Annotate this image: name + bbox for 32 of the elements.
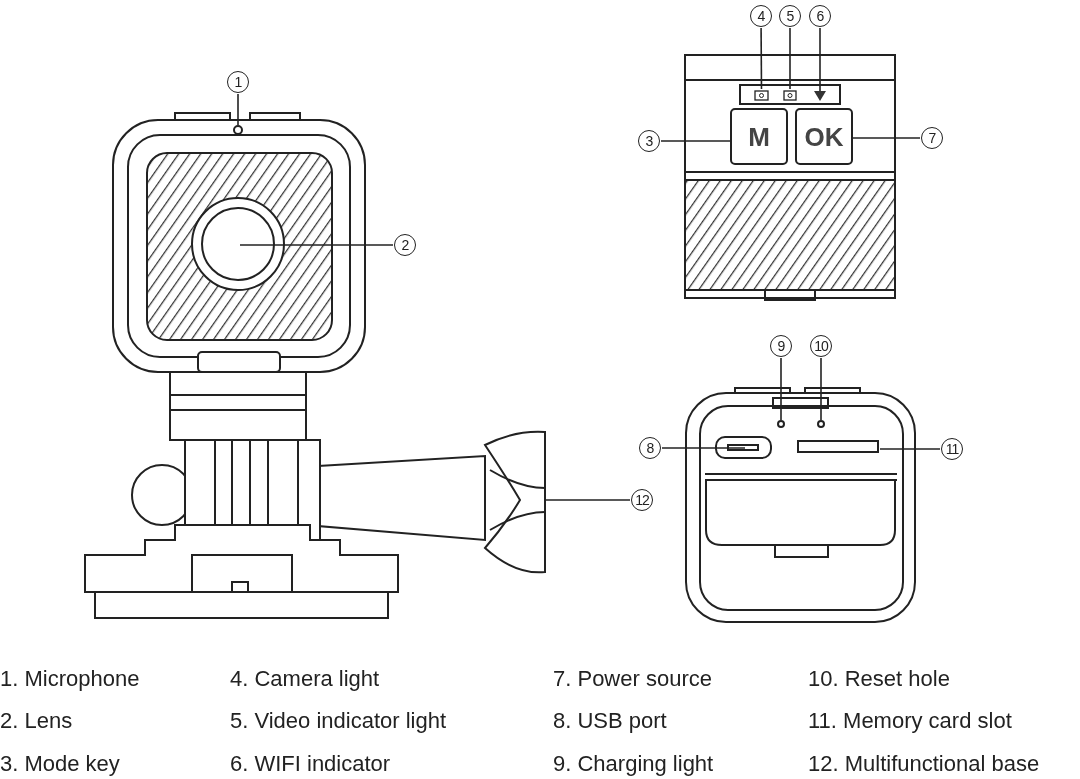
indicator-hole (817, 420, 825, 428)
part-list-item: 10. Reset hole (808, 666, 950, 692)
leader-line (780, 357, 782, 421)
part-list-item: 1. Microphone (0, 666, 140, 692)
part-list-item: 4. Camera light (230, 666, 380, 692)
part-list-item: 6. WIFI indicator (230, 751, 391, 777)
leader-line (879, 448, 941, 450)
indicator-hole (777, 420, 785, 428)
leader-line (760, 27, 763, 90)
leader-line (789, 27, 791, 90)
part-list-item: 5. Video indicator light (230, 708, 447, 734)
part-list-item: 8. USB port (553, 708, 667, 734)
part-list-item: 2. Lens (0, 708, 73, 734)
leader-line (852, 137, 921, 139)
part-list-item: 9. Charging light (553, 751, 714, 777)
leader-line (239, 244, 394, 246)
part-list-item: 3. Mode key (0, 751, 120, 777)
part-list-item: 7. Power source (553, 666, 712, 692)
leader-line (819, 27, 821, 92)
leader-line (661, 447, 746, 449)
leader-line (820, 357, 822, 421)
leader-line (660, 140, 731, 142)
key-button: M (730, 108, 788, 165)
leader-line (237, 93, 239, 126)
key-button: OK (795, 108, 853, 165)
indicator-hole (233, 125, 243, 135)
wifi-icon (814, 91, 826, 101)
camera-icon (754, 90, 769, 101)
camera-icon (783, 90, 797, 101)
part-list-item: 12. Multifunctional base (808, 751, 1040, 777)
part-list-item: 11. Memory card slot (808, 708, 1012, 734)
leader-line (544, 499, 631, 501)
